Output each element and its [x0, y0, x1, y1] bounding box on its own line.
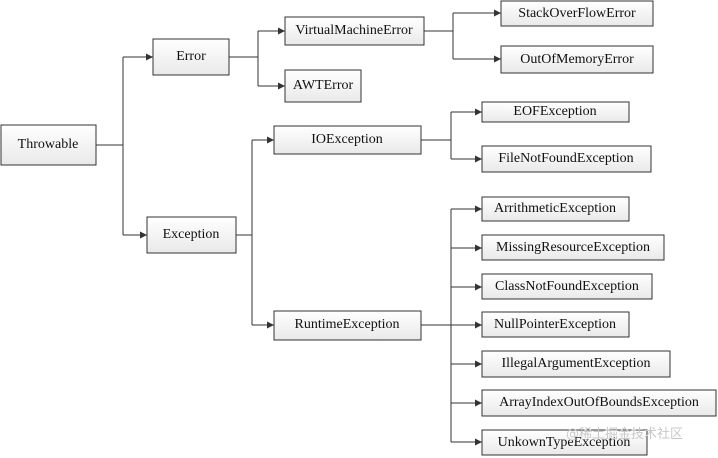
node-missing-resource-exception: MissingResourceException [481, 234, 665, 261]
node-stack-overflow-error-label: StackOverFlowError [518, 6, 636, 21]
node-illegal-argument-exception: IllegalArgumentException [481, 350, 671, 378]
node-file-not-found-exception: FileNotFoundException [481, 145, 652, 173]
node-io-exception: IOException [273, 125, 422, 155]
node-throwable: Throwable [0, 124, 97, 166]
node-eof-exception-label: EOFException [513, 104, 596, 119]
node-exception-label: Exception [163, 227, 220, 242]
node-class-not-found-exception-label: ClassNotFoundException [495, 279, 639, 294]
node-exception: Exception [146, 216, 237, 254]
edge-throwable-trunk [96, 57, 124, 235]
node-runtime-exception-label: RuntimeException [295, 317, 400, 332]
watermark-text: @稀土掘金技术社区 [566, 426, 683, 442]
node-illegal-argument-exception-label: IllegalArgumentException [501, 356, 650, 371]
node-class-not-found-exception: ClassNotFoundException [481, 273, 653, 300]
node-error: Error [152, 38, 230, 76]
node-arithmetic-exception-label: ArrithmeticException [494, 201, 616, 216]
node-awt-error: AWTError [284, 69, 362, 103]
node-array-index-out-of-bounds-exception: ArrayIndexOutOfBoundsException [481, 389, 717, 417]
edges [96, 9, 501, 446]
node-file-not-found-exception-label: FileNotFoundException [498, 151, 633, 166]
edge-runtime-trunk [421, 209, 452, 442]
node-throwable-label: Throwable [18, 137, 79, 152]
node-array-index-out-of-bounds-exception-label: ArrayIndexOutOfBoundsException [499, 395, 699, 410]
node-io-exception-label: IOException [311, 132, 383, 147]
node-stack-overflow-error: StackOverFlowError [500, 0, 654, 27]
node-awt-error-label: AWTError [293, 78, 354, 93]
node-null-pointer-exception-label: NullPointerException [494, 317, 616, 332]
node-null-pointer-exception: NullPointerException [481, 311, 630, 338]
node-virtual-machine-error-label: VirtualMachineError [295, 23, 413, 38]
edge-exception-trunk [236, 140, 253, 325]
node-arithmetic-exception: ArrithmeticException [481, 196, 630, 222]
edge-vme-trunk [424, 13, 454, 59]
node-unknown-type-exception: UnkownTypeException [481, 429, 648, 456]
node-out-of-memory-error-label: OutOfMemoryError [520, 52, 634, 67]
node-missing-resource-exception-label: MissingResourceException [496, 240, 650, 255]
edge-error-trunk [229, 31, 259, 86]
edge-io-trunk [421, 112, 452, 159]
node-virtual-machine-error: VirtualMachineError [284, 16, 425, 46]
node-eof-exception: EOFException [481, 101, 630, 123]
node-out-of-memory-error: OutOfMemoryError [500, 45, 654, 74]
node-error-label: Error [176, 49, 206, 64]
node-runtime-exception: RuntimeException [273, 310, 422, 341]
node-unknown-type-exception-label: UnkownTypeException [498, 435, 631, 450]
